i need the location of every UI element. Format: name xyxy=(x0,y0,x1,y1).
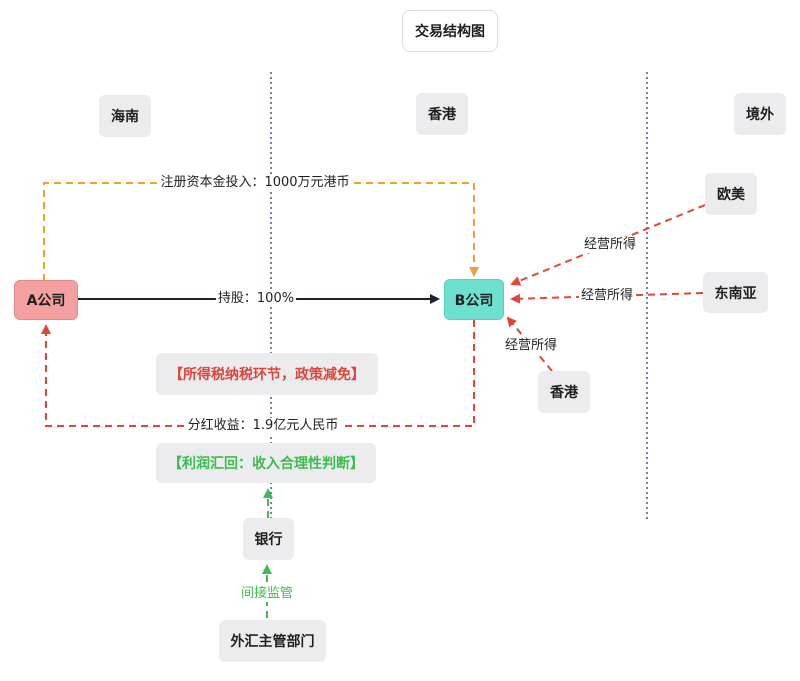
tax-note: 【所得税纳税环节，政策减免】 xyxy=(156,353,378,395)
supervision-label: 间接监管 xyxy=(238,586,296,602)
region-label-hongkong: 香港 xyxy=(416,93,468,135)
income-sea-label: 经营所得 xyxy=(578,288,636,304)
company-a-node[interactable]: A公司 xyxy=(14,280,78,320)
capital-flow-label: 注册资本金投入：1000万元港币 xyxy=(158,175,352,191)
shareholding-label: 持股：100% xyxy=(215,291,297,307)
southeast-asia-node[interactable]: 东南亚 xyxy=(703,272,768,313)
region-label-overseas: 境外 xyxy=(734,93,786,135)
diagram-title: 交易结构图 xyxy=(402,10,498,52)
region-label-hainan: 海南 xyxy=(99,95,151,137)
dividend-flow-label: 分红收益：1.9亿元人民币 xyxy=(185,418,341,434)
bank-node[interactable]: 银行 xyxy=(243,518,294,560)
dividend-flow-edge xyxy=(41,320,475,427)
company-b-node[interactable]: B公司 xyxy=(444,279,504,320)
income-europe-edge xyxy=(510,204,706,286)
profit-repatriation-note: 【利润汇回：收入合理性判断】 xyxy=(156,443,376,483)
hongkong-market-node[interactable]: 香港 xyxy=(538,371,590,413)
europe-america-node[interactable]: 欧美 xyxy=(705,173,757,215)
capital-flow-edge xyxy=(43,182,479,281)
forex-authority-node[interactable]: 外汇主管部门 xyxy=(219,620,326,662)
income-hk-label: 经营所得 xyxy=(502,338,560,354)
income-europe-label: 经营所得 xyxy=(581,237,639,253)
income-sea-edge xyxy=(510,292,704,304)
